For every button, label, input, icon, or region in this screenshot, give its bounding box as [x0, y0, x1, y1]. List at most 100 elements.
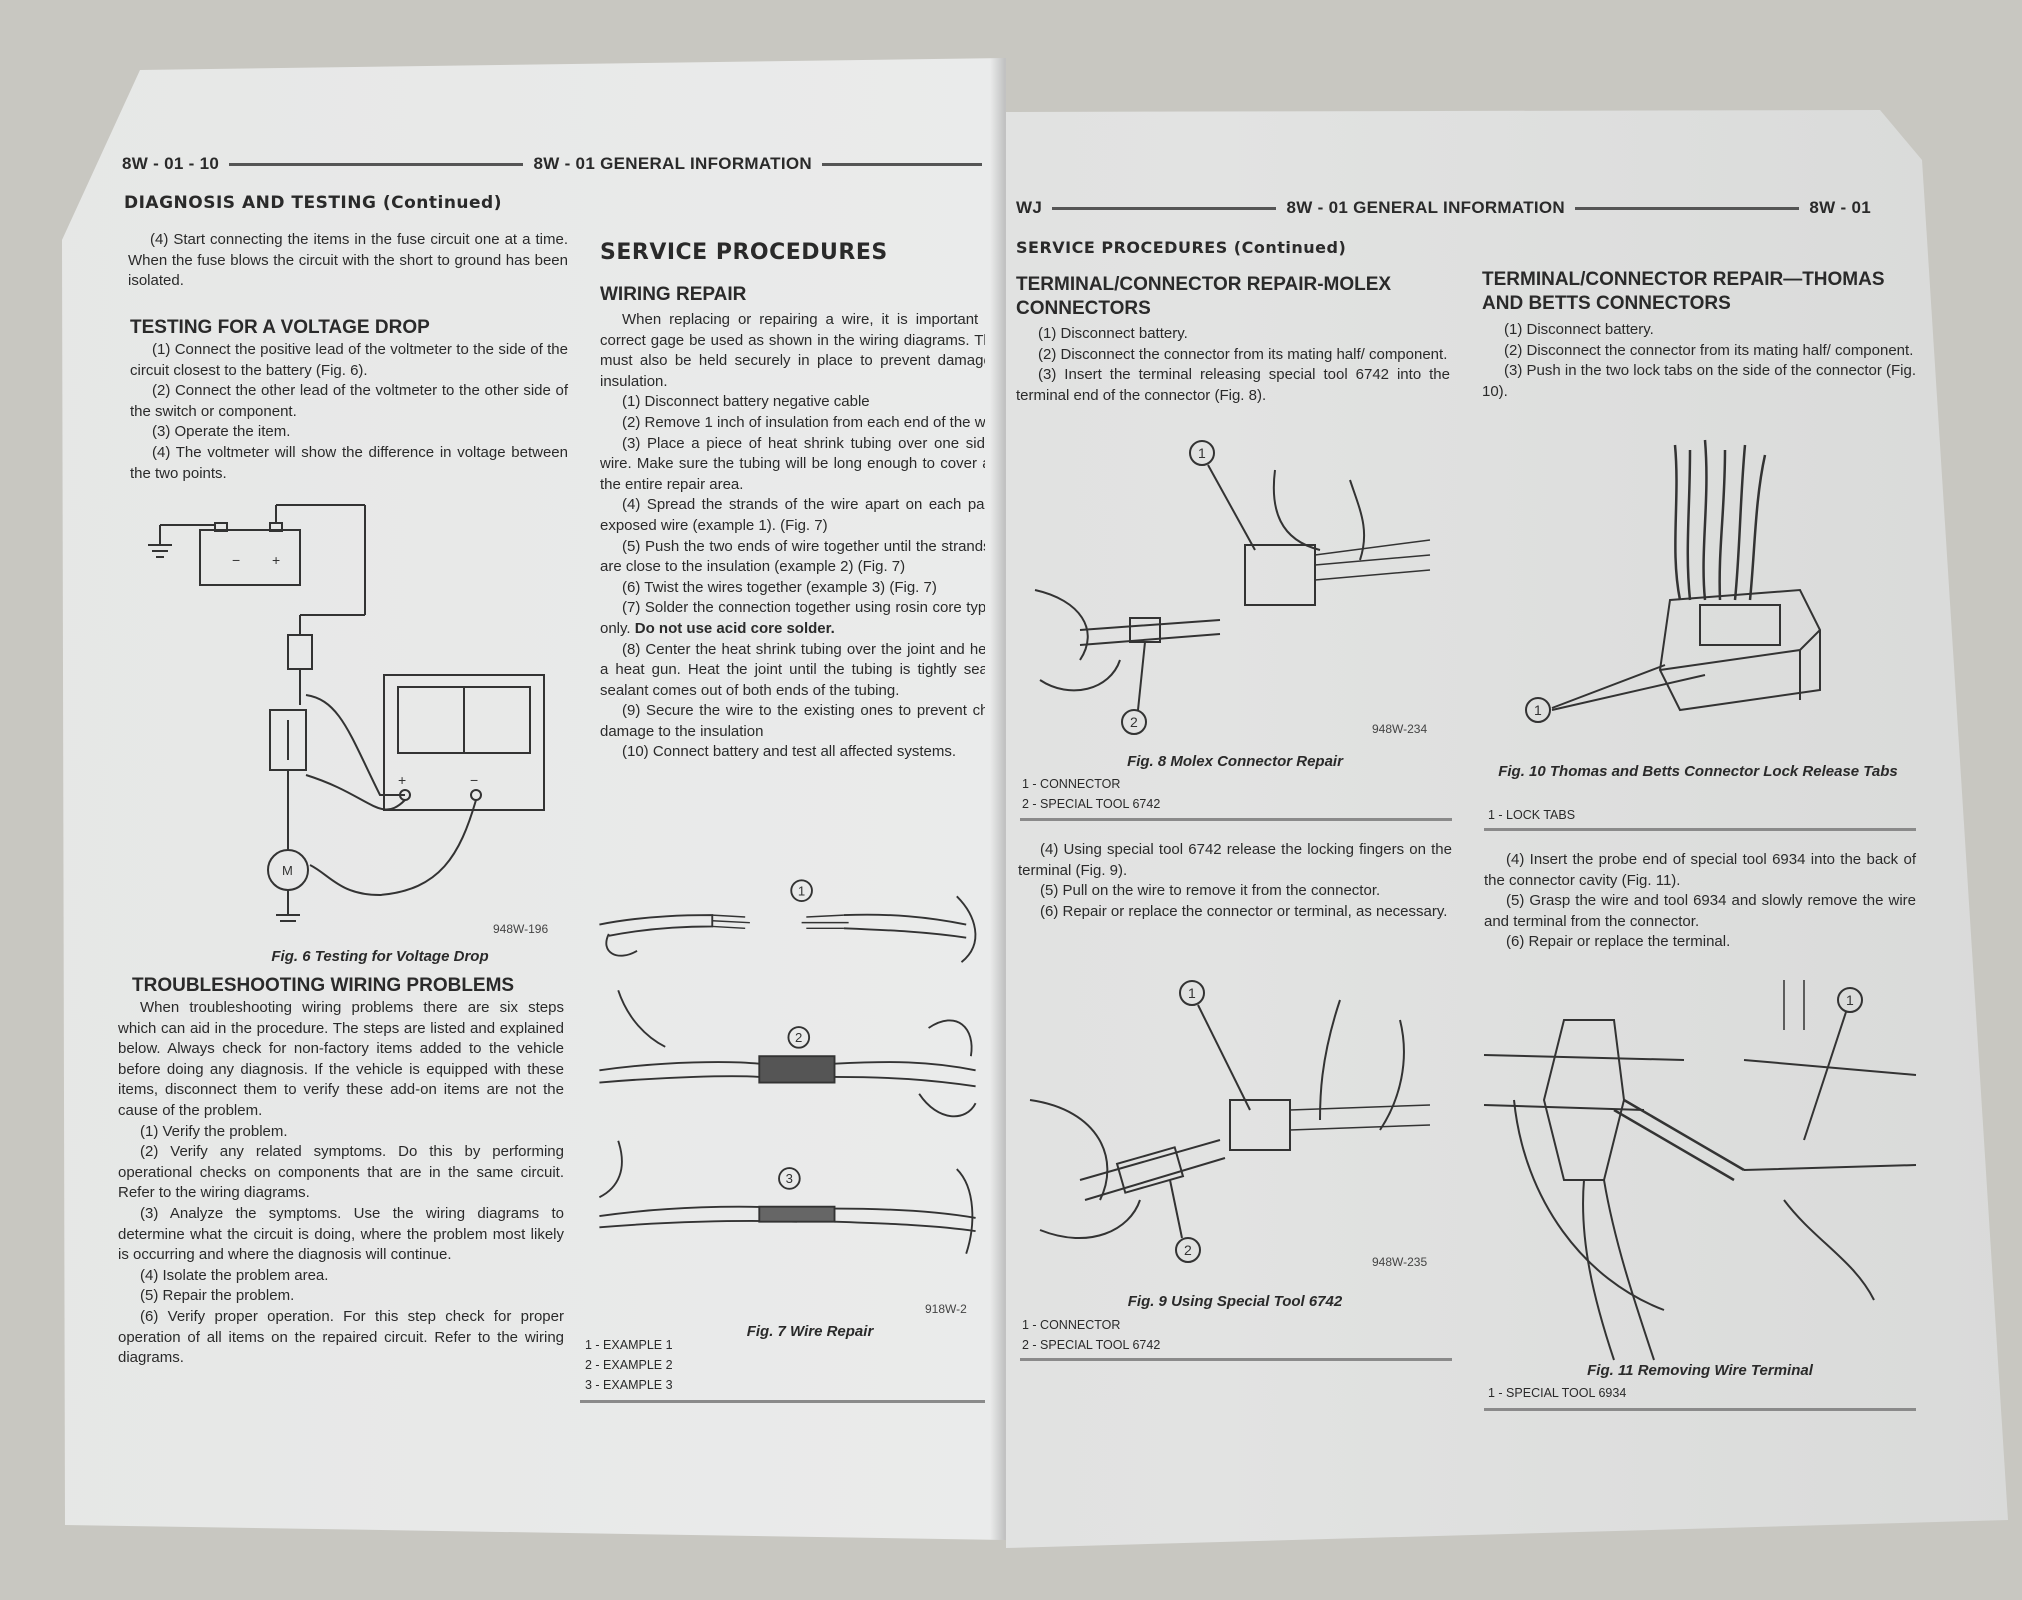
step: (6) Repair or replace the connector or t…	[1040, 902, 1448, 920]
page-header: WJ 8W - 01 GENERAL INFORMATION 8W - 01	[1016, 198, 1871, 218]
step: (8) Center the heat shrink tubing over t…	[600, 640, 985, 699]
example-2: 2	[599, 990, 977, 1118]
callout-1: 1	[1534, 702, 1542, 718]
paragraph: When troubleshooting wiring problems the…	[118, 999, 564, 1119]
molex-steps-a: (1) Disconnect battery. (2) Disconnect t…	[1016, 324, 1450, 406]
fig8-legend: 1 - CONNECTOR 2 - SPECIAL TOOL 6742	[1022, 774, 1160, 814]
fig11-caption: Fig. 11 Removing Wire Terminal	[1587, 1362, 1813, 1379]
connector-icon	[1229, 1099, 1291, 1151]
callout-2: 2	[1184, 1242, 1192, 1258]
fig11-legend: 1 - SPECIAL TOOL 6934	[1488, 1383, 1626, 1403]
warning-text: Do not use acid core solder.	[634, 619, 835, 637]
step: (3) Operate the item.	[152, 423, 291, 441]
connector-icon	[1244, 544, 1316, 606]
fig8-rule	[1020, 818, 1452, 821]
fig9-caption: Fig. 9 Using Special Tool 6742	[1127, 1293, 1343, 1310]
voltmeter-icon	[383, 674, 545, 811]
legend-item: 3 - EXAMPLE 3	[585, 1378, 673, 1392]
molex-heading: TERMINAL/CONNECTOR REPAIR-MOLEX CONNECTO…	[1016, 274, 1392, 319]
fig8-caption: Fig. 8 Molex Connector Repair	[1127, 753, 1343, 770]
fig9-code: 948W-235	[1372, 1255, 1428, 1269]
intro-step: (4) Start connecting the items in the fu…	[128, 230, 568, 292]
step: (2) Disconnect the connector from its ma…	[1038, 345, 1448, 363]
step: (4) The voltmeter will show the differen…	[130, 443, 568, 482]
paragraph: When replacing or repairing a wire, it i…	[600, 311, 985, 390]
step: (4) Isolate the problem area.	[140, 1266, 329, 1284]
step: (1) Verify the problem.	[140, 1122, 288, 1140]
page-number: 8W - 01	[1809, 198, 1871, 217]
fig8-molex-diagram: 1 2	[1034, 440, 1431, 735]
step: (2) Verify any related symptoms. Do this…	[118, 1143, 564, 1202]
step: (3) Insert the terminal releasing specia…	[1016, 366, 1450, 404]
fig7-legend: 1 - EXAMPLE 1 2 - EXAMPLE 2 3 - EXAMPLE …	[585, 1335, 673, 1395]
troubleshooting-heading: TROUBLESHOOTING WIRING PROBLEMS	[132, 975, 515, 996]
legend-item: 1 - LOCK TABS	[1488, 808, 1576, 822]
step: (4) Insert the probe end of special tool…	[1484, 851, 1916, 889]
fig10-lock-tabs-diagram: 1	[1525, 439, 1821, 723]
fig7-wire-repair-diagram: 1 2 3	[598, 879, 977, 1254]
header-rule	[1052, 206, 1277, 210]
callout-1: 1	[1846, 992, 1854, 1008]
section-title: 8W - 01 GENERAL INFORMATION	[1286, 198, 1566, 217]
fig6-caption: Fig. 6 Testing for Voltage Drop	[271, 948, 489, 965]
wiring-repair-clip: When replacing or repairing a wire, it i…	[600, 310, 985, 850]
step: (4) Using special tool 6742 release the …	[1018, 841, 1452, 879]
spine-shadow	[990, 58, 1006, 1540]
voltage-drop-heading: TESTING FOR A VOLTAGE DROP	[130, 317, 430, 338]
header-rule	[229, 162, 524, 166]
step: (5) Pull on the wire to remove it from t…	[1040, 882, 1381, 900]
paragraph: (4) Start connecting the items in the fu…	[128, 231, 568, 290]
legend-item: 2 - SPECIAL TOOL 6742	[1022, 1338, 1161, 1352]
fig7-code: 918W-2	[925, 1302, 967, 1316]
fig7-rule	[580, 1400, 985, 1403]
callout-2: 2	[795, 1030, 802, 1045]
plus-label: +	[398, 772, 406, 788]
callout-2: 2	[1130, 714, 1138, 730]
fig8-code: 948W-234	[1372, 722, 1428, 736]
battery-minus-label: −	[232, 552, 240, 568]
fig11-rule	[1484, 1408, 1916, 1411]
step: (5) Repair the problem.	[140, 1287, 295, 1305]
header-rule	[822, 162, 982, 166]
step: (6) Repair or replace the terminal.	[1506, 933, 1731, 951]
wiring-repair-body: When replacing or repairing a wire, it i…	[600, 310, 985, 763]
step: (2) Connect the other lead of the voltme…	[130, 382, 568, 420]
fig11-removing-terminal-diagram: 1	[1483, 980, 1917, 1361]
step: (1) Disconnect battery.	[1504, 321, 1654, 338]
step: (9) Secure the wire to the existing ones…	[600, 702, 985, 740]
battery-icon	[199, 529, 301, 586]
step-text: (7) Solder the connection together using…	[600, 599, 985, 637]
step: (1) Disconnect battery.	[1038, 325, 1188, 342]
troubleshooting-body: When troubleshooting wiring problems the…	[118, 998, 564, 1369]
step: (5) Push the two ends of wire together u…	[600, 537, 985, 576]
step: (3) Push in the two lock tabs on the sid…	[1482, 362, 1916, 400]
example-1: 1	[599, 879, 977, 963]
fig6-code: 948W-196	[493, 922, 549, 936]
legend-item: 1 - CONNECTOR	[1022, 1318, 1121, 1332]
fig9-legend: 1 - CONNECTOR 2 - SPECIAL TOOL 6742	[1022, 1315, 1160, 1355]
thomas-betts-steps-b: (4) Insert the probe end of special tool…	[1484, 850, 1916, 953]
legend-item: 1 - SPECIAL TOOL 6934	[1488, 1386, 1627, 1400]
thomas-betts-steps-a: (1) Disconnect battery. (2) Disconnect t…	[1482, 320, 1916, 402]
step: (5) Grasp the wire and tool 6934 and slo…	[1484, 892, 1916, 930]
fig9-special-tool-diagram: 1 2	[1029, 980, 1431, 1263]
callout-1: 1	[1188, 985, 1196, 1001]
model-code: WJ	[1016, 198, 1043, 217]
step: (6) Verify proper operation. For this st…	[118, 1307, 564, 1367]
fig7-caption: Fig. 7 Wire Repair	[746, 1323, 874, 1340]
section-title: 8W - 01 GENERAL INFORMATION	[533, 154, 812, 173]
step: (2) Remove 1 inch of insulation from eac…	[622, 413, 985, 431]
voltage-drop-steps: (1) Connect the positive lead of the vol…	[130, 340, 568, 484]
header-rule	[1575, 206, 1800, 210]
legend-item: 1 - EXAMPLE 1	[585, 1338, 673, 1352]
connector-icon	[1542, 1019, 1626, 1181]
continued-heading: DIAGNOSIS AND TESTING (Continued)	[124, 193, 502, 213]
step: (3) Analyze the symptoms. Use the wiring…	[118, 1204, 564, 1264]
legend-item: 2 - EXAMPLE 2	[585, 1358, 673, 1372]
fig10-legend: 1 - LOCK TABS	[1488, 805, 1575, 825]
callout-3: 3	[786, 1171, 793, 1186]
legend-item: 2 - SPECIAL TOOL 6742	[1022, 797, 1161, 811]
service-procedures-heading: SERVICE PROCEDURES	[600, 240, 888, 265]
